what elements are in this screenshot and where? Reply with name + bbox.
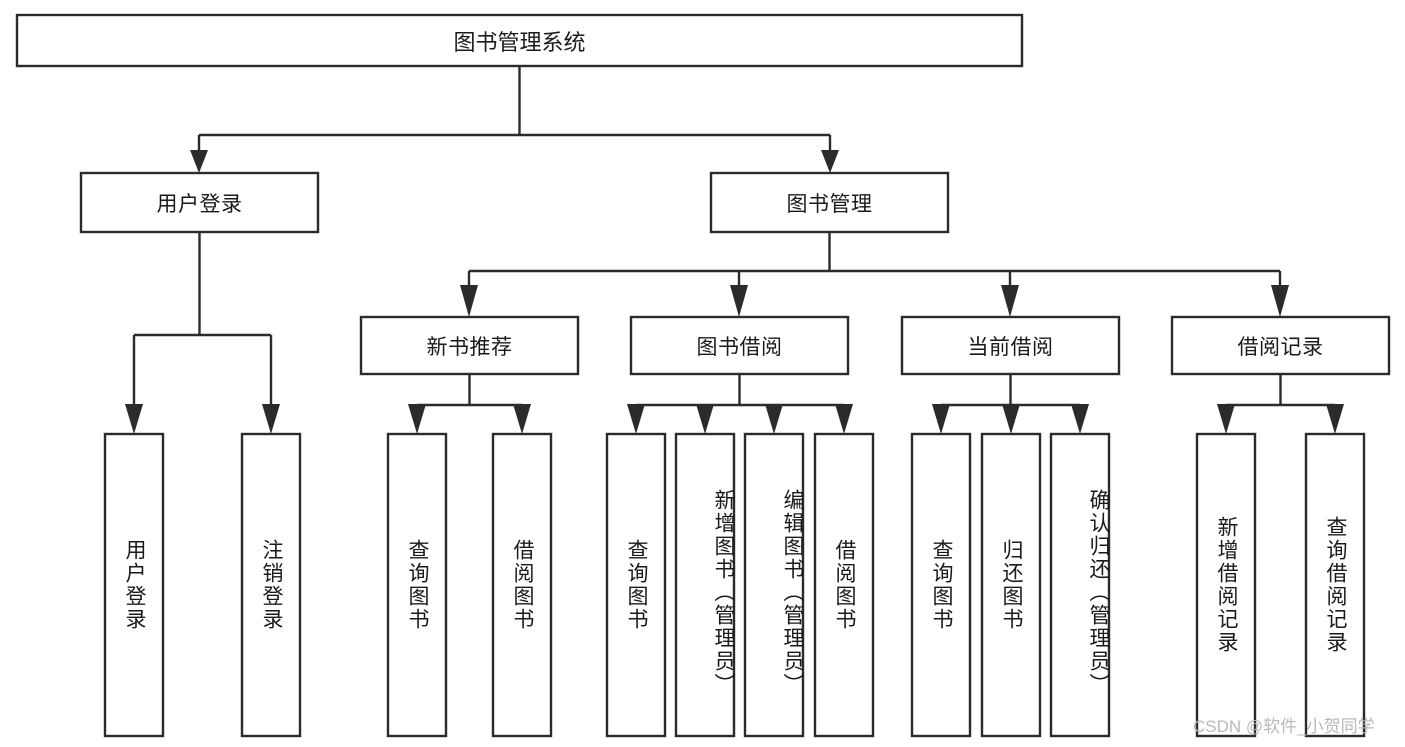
arrow-to-new-book-rec [460,285,478,317]
node-leaf-confirm-return-box[interactable] [1049,432,1111,738]
node-book-manage-box[interactable] [709,171,950,234]
connector-new-book-rec-to-leaves [415,374,524,412]
node-leaf-add-record-box[interactable] [1195,432,1257,738]
arrow-to-book-borrow [730,285,748,317]
arrow-to-leaf-add-book [696,404,714,434]
csdn-watermark: CSDN @软件_小贺同学 [1193,717,1375,736]
node-leaf-query-book-2-box[interactable] [605,432,667,738]
node-root-box[interactable] [15,13,1024,68]
node-leaf-query-record-box[interactable] [1304,432,1366,738]
node-leaf-add-book-box[interactable] [674,432,736,738]
node-leaf-return-book-box[interactable] [980,432,1042,738]
arrow-to-leaf-query-book-2 [627,404,645,434]
arrow-to-leaf-user-login [125,404,143,434]
connector-book-manage-to-level3 [467,232,1282,288]
node-leaf-borrow-book-2-box[interactable] [813,432,875,738]
node-leaf-query-book-3-box[interactable] [910,432,972,738]
arrow-to-leaf-return-book [1002,404,1020,434]
node-current-borrow-box[interactable] [900,315,1121,376]
arrow-to-leaf-query-book-1 [408,404,426,434]
node-leaf-edit-book-box[interactable] [743,432,805,738]
arrow-to-leaf-logout [262,404,280,434]
arrow-to-user-login [190,150,208,173]
arrow-to-leaf-edit-book [765,404,783,434]
arrow-to-book-manage [821,150,839,173]
node-user-login-box[interactable] [79,171,320,234]
arrow-to-leaf-borrow-book-2 [835,404,853,434]
node-leaf-user-login-box[interactable] [103,432,165,738]
arrow-to-leaf-confirm-return [1071,404,1089,434]
connector-borrow-record-to-leaves [1224,374,1337,412]
arrow-to-leaf-add-record [1217,404,1235,434]
node-leaf-query-book-1-box[interactable] [386,432,448,738]
node-leaf-borrow-book-1-box[interactable] [491,432,553,738]
connector-user-login-to-leaves [132,232,273,412]
arrow-to-leaf-query-record [1326,404,1344,434]
arrow-to-leaf-borrow-book-1 [513,404,531,434]
arrow-to-leaf-query-book-3 [932,404,950,434]
node-leaf-logout-box[interactable] [240,432,302,738]
arrow-to-borrow-record [1271,285,1289,317]
node-borrow-record-box[interactable] [1170,315,1391,376]
connector-root-to-level2 [197,66,832,158]
node-book-borrow-box[interactable] [629,315,850,376]
node-new-book-rec-box[interactable] [359,315,580,376]
connector-book-borrow-to-leaves [634,374,846,412]
arrow-to-current-borrow [1001,285,1019,317]
